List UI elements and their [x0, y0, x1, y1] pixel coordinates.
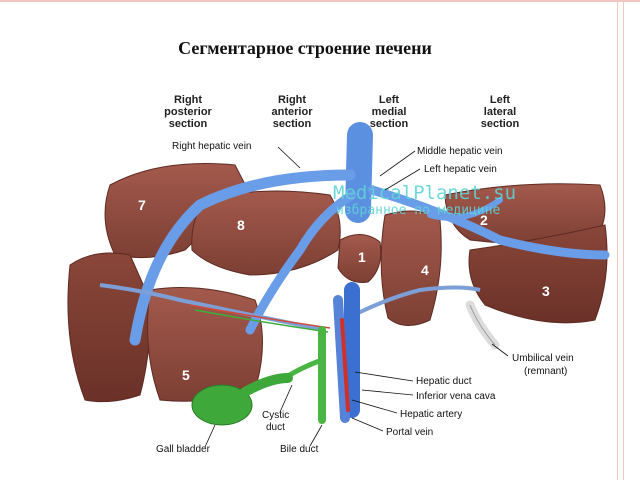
artery-branch [189, 304, 331, 329]
segment-number-2: 2 [480, 212, 488, 228]
label-hepatic-artery: Hepatic artery [400, 409, 462, 420]
header-right-posterior: Right posterior section [148, 94, 228, 130]
leader-lines [204, 146, 509, 448]
segment-number-7: 7 [138, 197, 146, 213]
label-umbilical-vein: Umbilical vein [512, 353, 574, 364]
label-right-hepatic-vein: Right hepatic vein [172, 141, 252, 152]
label-left-hepatic-vein: Left hepatic vein [424, 164, 497, 175]
segment-number-3: 3 [542, 283, 550, 299]
label-gall-bladder: Gall bladder [156, 444, 211, 455]
header-left-medial: Left medial section [349, 94, 429, 130]
segment-number-5: 5 [182, 367, 190, 383]
label-inferior-vena-cava: Inferior vena cava [416, 391, 496, 402]
gall-bladder-neck [240, 373, 293, 397]
header-line: section [272, 118, 312, 130]
segment-number-8: 8 [237, 217, 245, 233]
umbilical-vein [465, 300, 500, 350]
header-line: lateral [483, 106, 517, 118]
header-line: medial [371, 106, 407, 118]
duct-branch [194, 309, 329, 333]
slide-frame-top [0, 0, 640, 2]
left-hepatic-vein [367, 185, 610, 260]
segment-number-6: 6 [64, 362, 72, 378]
left-hepatic-vein-branch [427, 197, 503, 221]
header-left-lateral: Left lateral section [460, 94, 540, 130]
header-line: Left [378, 94, 400, 106]
header-line: anterior [271, 106, 313, 118]
segment-8 [191, 190, 341, 276]
label-umbilical-vein-remnant: (remnant) [524, 366, 567, 377]
slide-title: Сегментарное строение печени [178, 38, 432, 58]
header-line: section [480, 118, 520, 130]
label-cystic-duct-line2: duct [266, 422, 285, 433]
label-middle-hepatic-vein: Middle hepatic vein [417, 146, 503, 157]
segment-4 [380, 210, 442, 326]
header-line: Right [277, 94, 307, 106]
header-line: section [369, 118, 409, 130]
umbilical-vein-outline [469, 304, 496, 346]
slide-frame-right-inner [623, 0, 624, 480]
middle-hepatic-vein [245, 190, 357, 335]
segment-number-1: 1 [358, 249, 366, 265]
watermark-site: MedicalPlanet.su [333, 182, 516, 204]
segment-number-4: 4 [421, 262, 429, 278]
gall-bladder [191, 384, 253, 426]
header-line: posterior [164, 106, 212, 118]
label-bile-duct: Bile duct [280, 444, 319, 455]
portal-vein [333, 295, 350, 423]
hepatic-artery [340, 318, 350, 412]
inferior-vena-cava-top [345, 122, 373, 223]
header-right-anterior: Right anterior section [252, 94, 332, 130]
label-portal-vein: Portal vein [386, 427, 433, 438]
header-line: Right [173, 94, 203, 106]
right-hepatic-vein [129, 169, 356, 346]
watermark-tagline: избранное по медицине [336, 203, 501, 218]
segment-1 [337, 234, 382, 283]
header-line: Left [489, 94, 511, 106]
header-line: section [168, 118, 208, 130]
slide-frame-right [617, 0, 618, 480]
label-cystic-duct-line1: Cystic [262, 410, 289, 421]
label-hepatic-duct: Hepatic duct [416, 376, 472, 387]
